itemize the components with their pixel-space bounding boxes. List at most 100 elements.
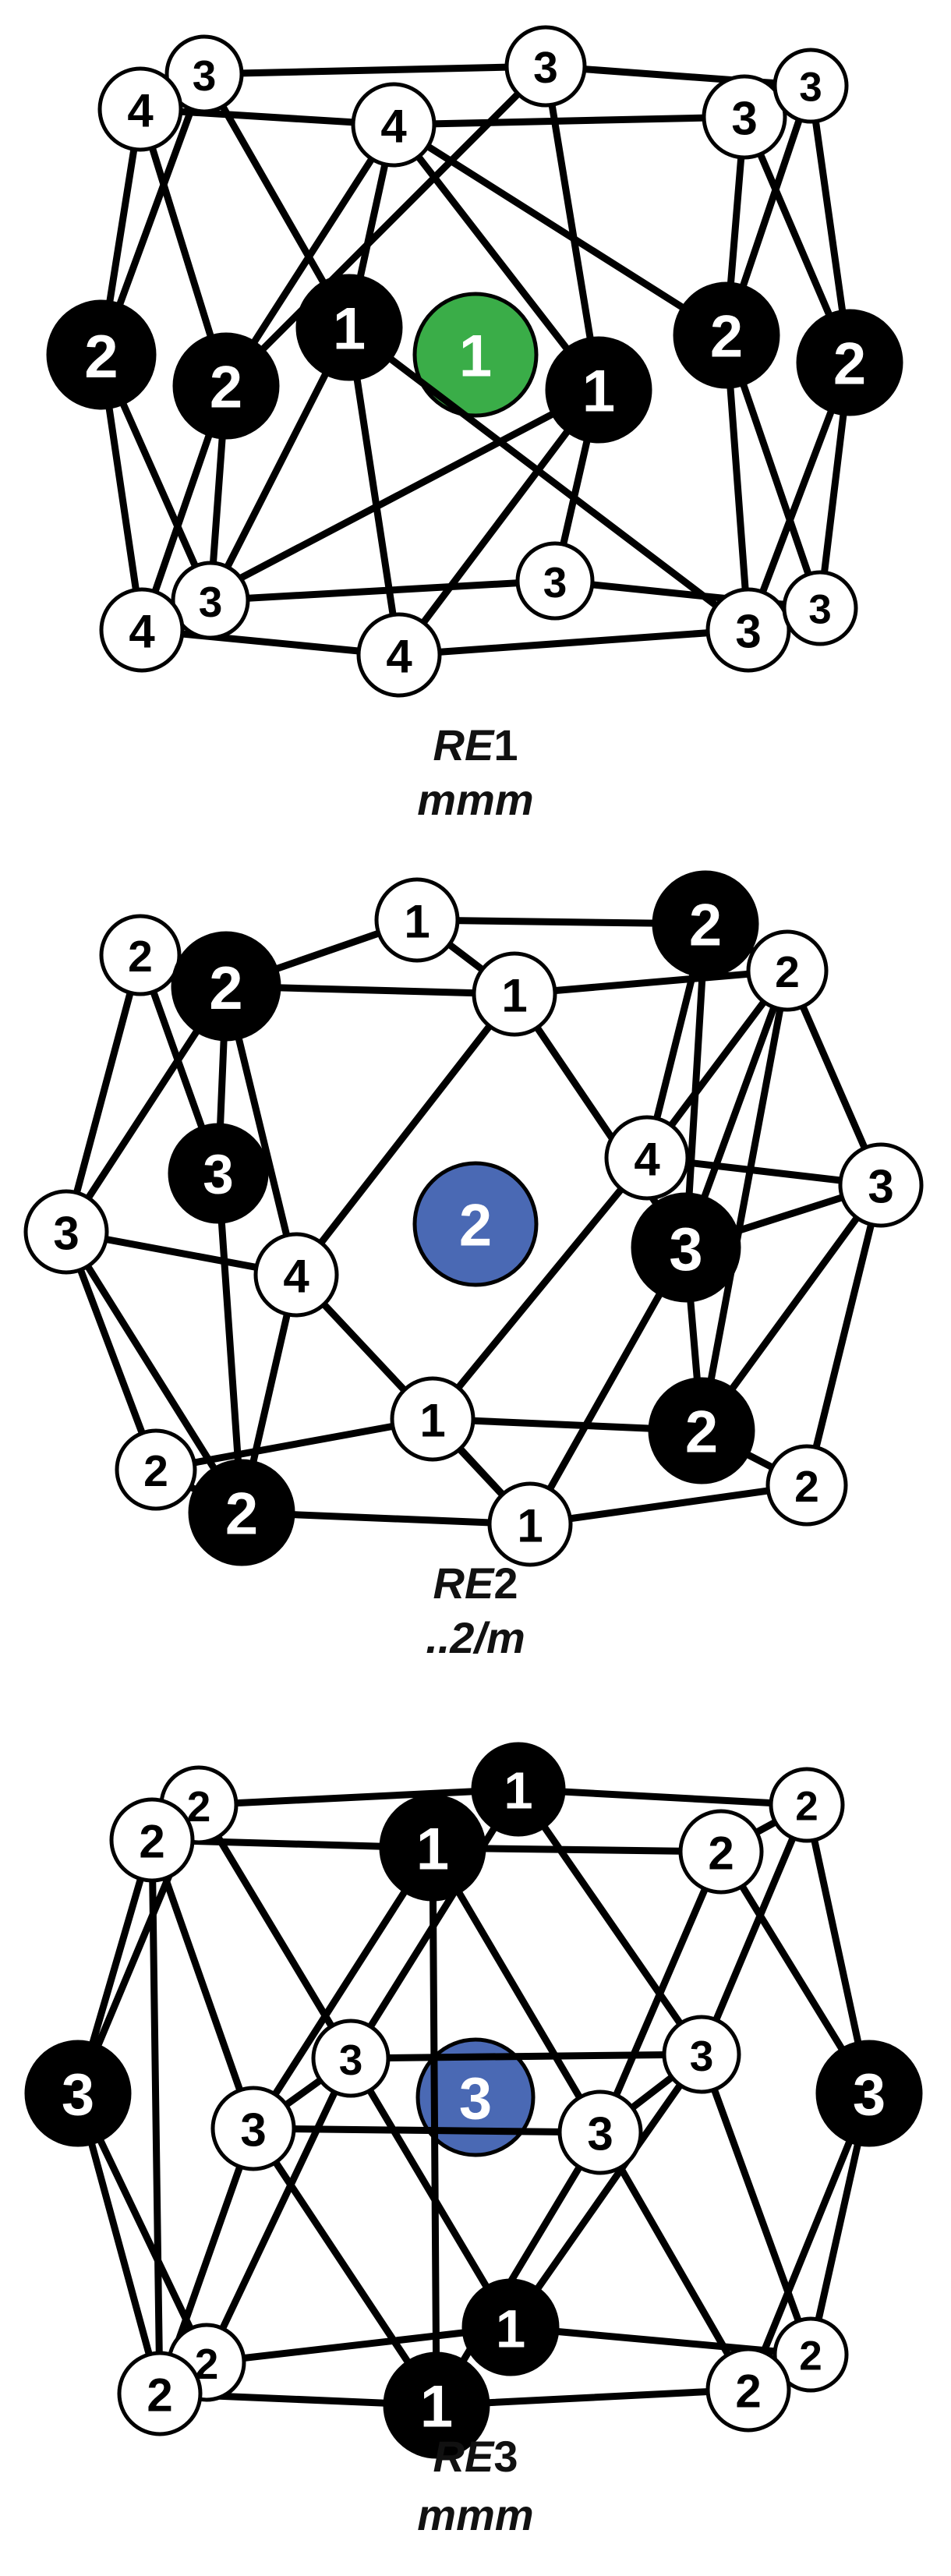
bond-line [292,990,518,1279]
atom-label: 2 [143,1446,168,1496]
atom-label: 2 [735,2365,761,2418]
atom-label: 2 [128,932,153,982]
center-atom-circle [412,1161,539,1287]
atom-label: 4 [634,1134,660,1186]
atom-node: 1 [487,1481,573,1567]
atom-label: 2 [689,893,722,959]
atom-circle [631,1192,741,1303]
atom-label: 4 [127,85,154,137]
atom-label: 1 [582,359,615,425]
atom-circle [648,1377,755,1484]
bond-line [511,967,791,998]
atom-label: 3 [533,43,558,93]
center-atom-re1: 1 [412,292,539,418]
atom-node: 2 [673,281,780,389]
bond-line [345,324,403,659]
atom-circle [99,914,182,996]
atom-label: 2 [685,1399,718,1466]
atom-label: 1 [416,1817,449,1883]
atom-label: 1 [496,2299,525,2359]
atom-node: 4 [253,1232,339,1318]
atom-node: 3 [311,2019,391,2098]
atom-node: 2 [115,1428,197,1511]
bond-line [345,324,752,634]
atom-label: 3 [203,1145,234,1206]
atom-circle [46,299,157,410]
atom-circle [99,587,185,673]
bond-line [207,577,559,604]
atom-node: 4 [351,82,437,168]
atom-node: 1 [383,2351,490,2459]
atom-circle [796,309,903,416]
atom-label: 2 [84,322,118,391]
atom-node: 2 [188,1459,295,1566]
panel-caption-symmetry: ..2/m [426,1613,525,1662]
bond-line [698,967,791,1435]
bond-line [195,1785,522,1809]
bond-line [152,1415,437,1474]
atom-circle [168,1123,269,1224]
atom-circle [171,931,281,1042]
atom-label: 1 [333,296,366,363]
caption-re: RE [433,1559,495,1608]
atom-label: 3 [731,93,757,145]
center-atom-circle [415,2037,536,2157]
atom-circle [97,66,183,152]
atom-circle [746,929,829,1012]
atom-node: 1 [295,274,403,381]
atom-label: 2 [708,1828,734,1880]
atom-label: 1 [420,2374,453,2440]
atom-circle [662,2015,741,2094]
atom-circle [772,2316,849,2393]
atom-node: 1 [472,951,557,1037]
atom-circle [557,2089,643,2175]
atom-node: 1 [461,2278,560,2376]
atom-label: 3 [199,578,223,626]
atom-label: 3 [799,65,822,111]
atom-circle [772,48,849,124]
atom-label: 1 [504,1762,532,1821]
atom-circle [769,1767,845,1843]
atom-circle [117,2351,203,2436]
bond-line [249,1844,437,2132]
center-atom-circle [412,292,539,418]
atom-label: 4 [283,1251,309,1303]
caption-index: 2 [493,1559,518,1608]
atom-node: 2 [796,309,903,416]
bond-line [698,1801,811,2058]
atom-circle [356,612,442,698]
atom-circle [765,1444,848,1527]
atom-circle [472,951,557,1037]
atom-node: 4 [99,587,185,673]
atom-label: 4 [386,631,412,683]
atom-node: 2 [117,2351,203,2436]
center-atom-label: 3 [459,2066,492,2132]
atom-node: 4 [604,1115,690,1201]
bond-line [390,113,748,129]
atom-label: 2 [147,2369,172,2422]
atom-label: 3 [339,2036,363,2084]
atom-node: 2 [171,931,281,1042]
atom-circle [678,1809,764,1895]
atom-node: 3 [210,2086,296,2171]
atom-circle [379,1794,486,1902]
bond-line [214,1169,246,1516]
bond-line [596,2128,752,2394]
center-atom-re3: 3 [415,2037,536,2157]
atom-node: 2 [648,1377,755,1484]
bond-line [195,1801,355,2062]
atom-circle [705,2347,791,2433]
bond-line [514,1785,811,1809]
bond-line [222,62,550,390]
atom-circle [461,2278,560,2376]
bond-line [429,1154,651,1423]
bond-line [200,62,550,78]
atom-circle [504,25,587,108]
atom-circle [210,2086,296,2171]
atom-label: 2 [799,2334,822,2380]
atom-circle [604,1115,690,1201]
atom-label: 3 [690,2032,714,2080]
atom-node: 2 [652,870,759,978]
